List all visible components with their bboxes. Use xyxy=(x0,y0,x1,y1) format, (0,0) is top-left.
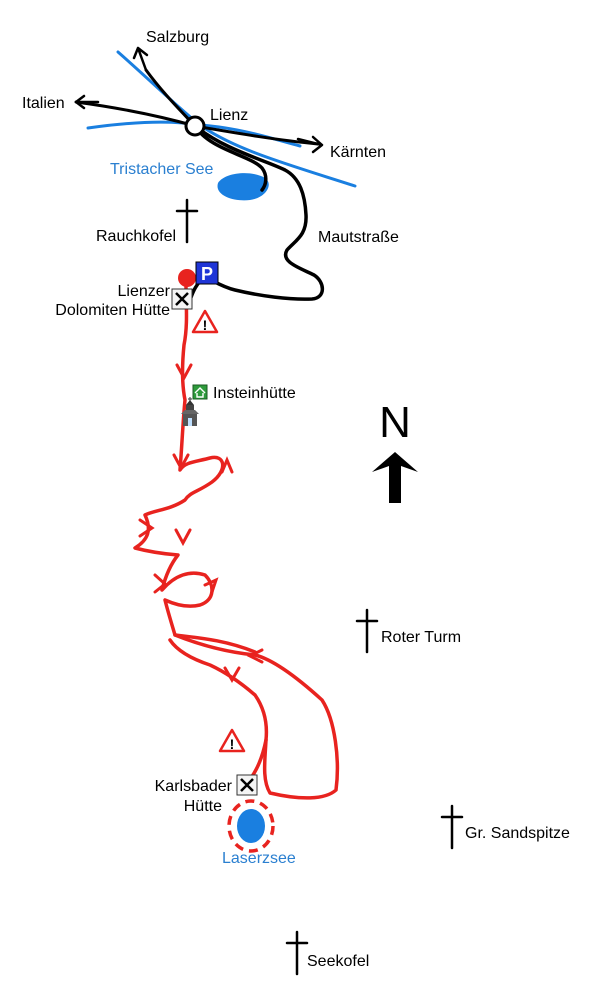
summit-cross-icon-gr-sandspitze xyxy=(440,804,464,850)
tristacher-see-lake xyxy=(217,173,269,201)
svg-text:!: ! xyxy=(230,736,235,752)
label-karlsbader-1: Karlsbader xyxy=(154,778,232,795)
road-salzburg xyxy=(144,68,197,128)
laserzsee-dashed-outline xyxy=(227,799,275,853)
label-gr-sandspitze: Gr. Sandspitze xyxy=(465,825,570,842)
label-roter-turm: Roter Turm xyxy=(381,629,462,646)
route-direction-arrows xyxy=(138,363,264,683)
summit-cross-icon-rauchkofel xyxy=(175,198,199,244)
label-tristacher-see: Tristacher See xyxy=(110,161,214,178)
laserzsee-lake xyxy=(237,809,265,843)
road-kaernten xyxy=(193,124,320,146)
label-insteinhuette: Insteinhütte xyxy=(213,385,296,402)
parking-label: P xyxy=(201,264,213,284)
hiking-route xyxy=(133,283,340,800)
summit-cross-icon-seekofel xyxy=(285,930,309,976)
label-salzburg: Salzburg xyxy=(146,29,210,46)
road-italien-arrow xyxy=(74,94,100,110)
label-lienzer-huette-2: Dolomiten Hütte xyxy=(55,302,170,319)
shelter-icon xyxy=(192,384,208,400)
road-to-lake xyxy=(193,124,268,192)
label-rauchkofel: Rauchkofel xyxy=(96,228,177,245)
road-salzburg-arrow xyxy=(132,46,149,72)
karlsbader-hut-icon xyxy=(236,774,258,796)
warning-triangle-icon-2: ! xyxy=(218,728,246,753)
label-italien: Italien xyxy=(22,95,65,112)
label-kaernten: Kärnten xyxy=(330,144,387,161)
road-kaernten-arrow xyxy=(296,135,324,154)
north-label: N xyxy=(379,398,411,447)
summit-cross-icon-roter-turm xyxy=(355,608,379,654)
north-arrow-icon: N xyxy=(372,398,418,503)
label-laserzsee: Laserzsee xyxy=(222,850,296,867)
lienz-junction xyxy=(184,115,206,137)
svg-text:!: ! xyxy=(203,317,208,333)
label-mautstrasse: Mautstraße xyxy=(318,229,399,246)
label-lienz: Lienz xyxy=(210,107,249,124)
warning-triangle-icon: ! xyxy=(191,309,219,334)
label-seekofel: Seekofel xyxy=(307,953,370,970)
hut-restaurant-icon xyxy=(171,288,193,310)
start-point-icon xyxy=(178,269,196,287)
road-italien xyxy=(74,100,197,128)
parking-icon: P xyxy=(195,261,219,285)
label-lienzer-huette-1: Lienzer xyxy=(117,283,170,300)
label-karlsbader-2: Hütte xyxy=(183,798,222,815)
chapel-icon xyxy=(181,397,199,426)
